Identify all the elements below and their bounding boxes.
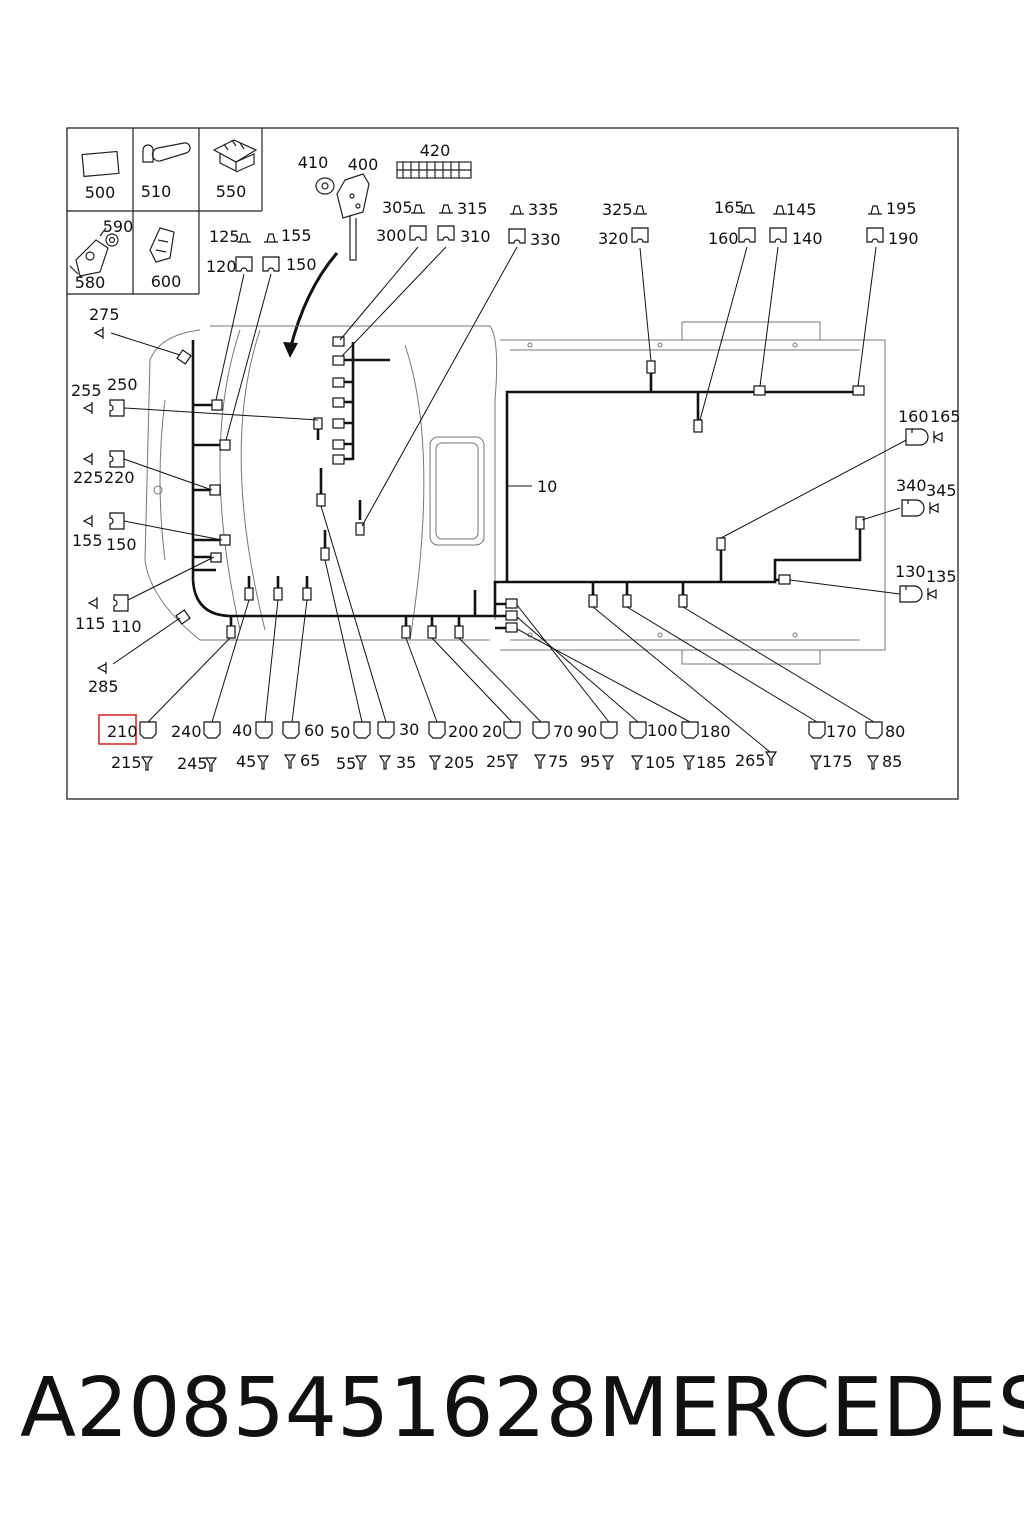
callout-label: 285 [88,677,119,696]
callout-label: 110 [111,617,142,636]
callout-label: 305 [382,198,413,217]
part-label: 400 [348,155,379,174]
callout-label: 180 [700,722,731,741]
callout-label: 315 [457,199,488,218]
parts-legend [67,128,263,295]
part-400-bracket-icon [336,173,370,261]
callout-label: 220 [104,468,135,487]
callout-label: 160 [898,407,929,426]
callout-label: 90 [577,722,597,741]
callout-label: 245 [177,754,208,773]
brand-name: MERCEDES [598,1361,1024,1456]
legend-label: 590 [103,217,134,236]
part-label: 410 [298,153,329,172]
top-part-labels: 410 400 420 [298,141,451,174]
callout-label: 265 [735,751,766,770]
callout-label: 40 [232,721,252,740]
callout-label: 165 [930,407,961,426]
callout-label: 145 [786,200,817,219]
callout-label: 160 [708,229,739,248]
callout-label: 60 [304,721,324,740]
callout-label: 120 [206,257,237,276]
part-550-icon [212,139,258,173]
callout-label: 35 [396,753,416,772]
callout-label: 55 [336,754,356,773]
callout-label: 200 [448,722,479,741]
callout-label: 130 [895,562,926,581]
callout-label: 205 [444,753,475,772]
callout-label: 100 [647,721,678,740]
callout-label: 80 [885,722,905,741]
callout-label: 240 [171,722,202,741]
callout-label: 25 [486,752,506,771]
callout-label: 95 [580,752,600,771]
callout-label: 115 [75,614,106,633]
part-410-grommet-icon [315,177,335,195]
callout-label: 125 [209,227,240,246]
part-label: 420 [420,141,451,160]
callout-label: 70 [553,722,573,741]
legend-label: 500 [85,183,116,202]
callout-label: 330 [530,230,561,249]
callout-label-highlighted[interactable]: 210 [107,722,138,741]
callout-label: 20 [482,722,502,741]
part-510-icon [142,142,191,163]
callout-label: 85 [882,752,902,771]
callout-label: 170 [826,722,857,741]
callout-label: 345 [926,481,957,500]
callout-label: 150 [286,255,317,274]
callout-label: 185 [696,753,727,772]
part-590-icon [105,233,119,247]
part-number: A2085451628 [20,1361,598,1456]
legend-label: 580 [75,273,106,292]
callout-label: 275 [89,305,120,324]
callout-label: 340 [896,476,927,495]
legend-labels: 500 510 550 580 590 600 [75,182,247,292]
callout-label: 190 [888,229,919,248]
leader-lines [110,246,913,753]
callout-label: 310 [460,227,491,246]
callout-label: 30 [399,720,419,739]
callout-label: 45 [236,752,256,771]
callout-label: 135 [926,567,957,586]
callout-label: 155 [72,531,103,550]
callout-label: 325 [602,200,633,219]
harness-lines [191,340,862,630]
callout-label: 140 [792,229,823,248]
legend-label: 550 [216,182,247,201]
callout-label: 50 [330,723,350,742]
callout-label: 155 [281,226,312,245]
callout-label: 335 [528,200,559,219]
part-580-icon [69,227,109,277]
connector-symbols [82,204,943,772]
callout-label: 320 [598,229,629,248]
part-600-icon [149,227,175,263]
callout-label: 215 [111,753,142,772]
callout-label: 75 [548,752,568,771]
part-420-fuse-strip-icon [396,161,472,179]
part-500-icon [81,150,120,178]
callout-label: 225 [73,468,104,487]
callout-labels: 305 315 300 310 335 330 325 320 165 145 … [71,198,961,773]
callout-label: 105 [645,753,676,772]
legend-label: 510 [141,182,172,201]
callout-label: 250 [107,375,138,394]
diagram-frame [66,127,959,800]
callout-label: 165 [714,198,745,217]
callout-label: 255 [71,381,102,400]
legend-label: 600 [151,272,182,291]
callout-label: 150 [106,535,137,554]
callout-label: 300 [376,226,407,245]
callout-label: 65 [300,751,320,770]
callout-label: 195 [886,199,917,218]
callout-label: 175 [822,752,853,771]
direction-arrow-icon [288,252,339,351]
harness-label: 10 [537,477,557,496]
highlight-box-210[interactable] [98,714,137,745]
